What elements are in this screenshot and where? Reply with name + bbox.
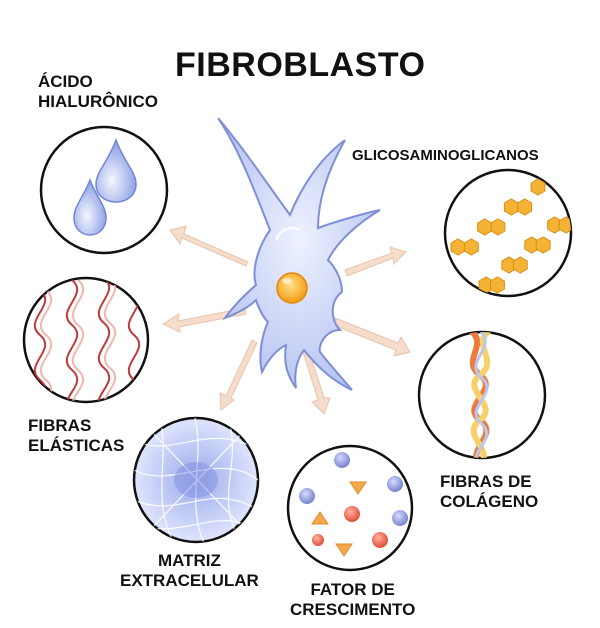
growth-ball-blue xyxy=(387,476,403,492)
glicosaminoglicanos-panel xyxy=(443,168,573,298)
label-fibras-colageno: FIBRAS DE COLÁGENO xyxy=(440,472,539,511)
diagram-title: FIBROBLASTO xyxy=(175,46,426,84)
nucleus xyxy=(276,272,308,304)
growth-ball-blue xyxy=(334,452,350,468)
hexagon xyxy=(535,236,551,254)
hexagon xyxy=(517,198,533,216)
label-fibras-elasticas: FIBRAS ELÁSTICAS xyxy=(28,416,125,455)
hexagon xyxy=(463,238,479,256)
hexagon xyxy=(450,238,466,256)
acido-hialuronico-panel xyxy=(39,125,169,255)
hexagon xyxy=(512,256,528,274)
growth-ball-blue xyxy=(299,488,315,504)
hexagon xyxy=(490,218,506,236)
hexagon xyxy=(558,216,571,234)
drop-large xyxy=(95,137,137,203)
arrow-to-matriz xyxy=(219,339,258,411)
arrow-to-colageno xyxy=(332,317,411,357)
fibroblast-cell xyxy=(217,117,381,391)
fator-crescimento-panel xyxy=(286,444,414,572)
hexagon xyxy=(490,276,505,294)
growth-ball-red xyxy=(312,534,324,546)
drop-small xyxy=(73,177,107,236)
label-matriz-extracelular: MATRIZ EXTRACELULAR xyxy=(120,551,259,590)
label-fator-crescimento: FATOR DE CRESCIMENTO xyxy=(290,580,416,619)
hexagon xyxy=(530,178,546,196)
growth-ball-red xyxy=(344,506,360,522)
arrow-to-glico xyxy=(344,246,407,277)
hexagon xyxy=(477,218,493,236)
growth-triangle xyxy=(349,481,367,495)
arrows xyxy=(161,225,411,415)
label-glicosaminoglicanos: GLICOSAMINOGLICANOS xyxy=(352,147,539,164)
arrow-to-acido xyxy=(169,225,249,267)
growth-triangle xyxy=(311,511,329,525)
fibras-colageno-panel xyxy=(417,330,547,460)
matriz-extracelular-panel xyxy=(132,416,260,544)
label-acido-hialuronico: ÁCIDO HIALURÔNICO xyxy=(38,72,158,111)
growth-ball-blue xyxy=(392,510,408,526)
arrow-to-elastic xyxy=(161,307,247,333)
growth-triangle xyxy=(335,543,353,557)
growth-ball-red xyxy=(372,532,388,548)
hexagon xyxy=(503,198,519,216)
fibras-elasticas-panel xyxy=(22,276,150,404)
